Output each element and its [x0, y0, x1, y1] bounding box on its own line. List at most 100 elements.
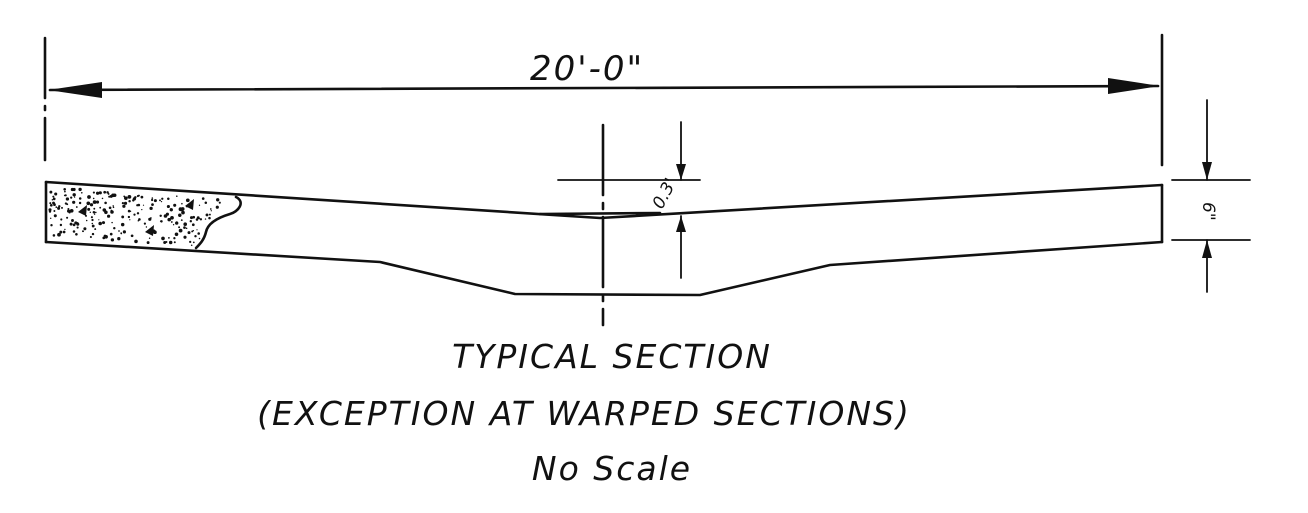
aggregate-dot [127, 195, 132, 199]
aggregate-dot [51, 198, 54, 201]
aggregate-dot [183, 226, 186, 229]
pavement-section [44, 180, 1164, 297]
aggregate-dot [169, 208, 173, 212]
aggregate-dot [94, 228, 97, 231]
aggregate-dot [143, 222, 146, 225]
aggregate-dot [109, 232, 113, 236]
aggregate-dot [153, 199, 157, 203]
aggregate-dot [187, 231, 191, 235]
aggregate-dot [89, 235, 92, 239]
aggregate-dot [67, 207, 70, 211]
aggregate-dot [160, 200, 163, 203]
aggregate-dot [69, 208, 74, 213]
aggregate-dot [91, 232, 95, 236]
aggregate-dot [72, 200, 76, 204]
aggregate-dot [110, 209, 113, 212]
aggregate-dot [151, 203, 154, 206]
aggregate-dot [94, 211, 97, 214]
caption-block: TYPICAL SECTION (EXCEPTION AT WARPED SEC… [257, 337, 909, 488]
aggregate-dot [72, 223, 76, 227]
aggregate-stone [145, 225, 154, 236]
aggregate-dot [124, 196, 127, 200]
aggregate-dot [78, 187, 82, 192]
aggregate-dot [183, 222, 187, 226]
aggregate-dot [82, 230, 84, 233]
aggregate-dot [168, 218, 170, 221]
aggregate-dot [163, 241, 167, 244]
aggregate-dot [205, 228, 208, 231]
aggregate-dot [63, 194, 66, 197]
aggregate-dot [91, 218, 94, 222]
aggregate-dot [205, 213, 209, 217]
aggregate-dot [87, 195, 91, 199]
aggregate-dot [178, 228, 183, 233]
aggregate-dot [99, 206, 102, 209]
aggregate-dot [89, 203, 94, 207]
aggregate-dot [173, 237, 176, 240]
aggregate-dot [112, 206, 115, 209]
aggregate-dot [159, 214, 162, 217]
aggregate-dot [52, 197, 56, 201]
aggregate-dot [91, 222, 94, 225]
aggregate-dot [74, 221, 78, 225]
aggregate-dot [183, 235, 187, 239]
aggregate-dot [92, 200, 97, 204]
aggregate-dot [189, 240, 192, 244]
aggregate-dot [117, 237, 121, 241]
aggregate-dot [78, 201, 82, 205]
aggregate-dot [138, 218, 141, 221]
aggregate-dot [64, 228, 66, 231]
aggregate-dot [149, 206, 153, 211]
aggregate-dot [163, 214, 168, 218]
aggregate-dot [107, 214, 111, 218]
aggregate-dot [197, 232, 200, 235]
overall-width-dimension: 20'-0" [43, 33, 1164, 167]
aggregate-dot [87, 207, 91, 211]
aggregate-dot [168, 237, 170, 239]
left-arrowhead [48, 82, 102, 98]
width-dimension-line [48, 84, 1160, 92]
aggregate-dot [113, 227, 116, 230]
aggregate-dot [192, 215, 196, 219]
aggregate-dot [86, 201, 91, 206]
aggregate-dot [173, 241, 176, 244]
aggregate-dot [70, 187, 75, 192]
aggregate-dot [78, 197, 82, 200]
pavement-top-surface [44, 180, 1164, 220]
aggregate-dot [65, 197, 70, 201]
thickness-upper-arrowhead [1202, 162, 1212, 180]
aggregate-dot [61, 206, 63, 209]
aggregate-dot [106, 191, 109, 194]
aggregate-dot [104, 201, 107, 205]
aggregate-dot [141, 208, 143, 211]
aggregate-dot [108, 206, 112, 210]
aggregate-dot [176, 221, 178, 223]
aggregate-dot [218, 201, 221, 204]
aggregate-dot [66, 203, 69, 206]
aggregate-dot [198, 204, 201, 206]
aggregate-dot [140, 195, 144, 199]
aggregate-dot [178, 213, 182, 218]
aggregate-dot [76, 226, 79, 229]
aggregate-dot [72, 193, 76, 197]
thickness-lower-arrowhead [1202, 240, 1212, 258]
aggregate-dot [89, 211, 92, 214]
aggregate-dot [103, 190, 107, 194]
aggregate-dot [204, 201, 208, 204]
aggregate-dot [209, 208, 212, 210]
aggregate-dot [121, 215, 125, 219]
aggregate-dot [208, 213, 211, 216]
aggregate-dot [49, 202, 52, 205]
aggregate-dot [134, 196, 137, 199]
aggregate-dot [53, 203, 56, 207]
aggregate-dot [54, 192, 58, 196]
aggregate-dot [196, 216, 200, 220]
aggregate-dot [110, 238, 115, 242]
aggregate-dot [122, 204, 126, 208]
aggregate-dot [180, 219, 183, 222]
pavement-bottom-surface [44, 240, 1164, 297]
aggregate-dot [198, 237, 201, 240]
caption-scale-note: No Scale [532, 449, 692, 488]
aggregate-dot [192, 229, 195, 232]
aggregate-stone [185, 199, 194, 210]
